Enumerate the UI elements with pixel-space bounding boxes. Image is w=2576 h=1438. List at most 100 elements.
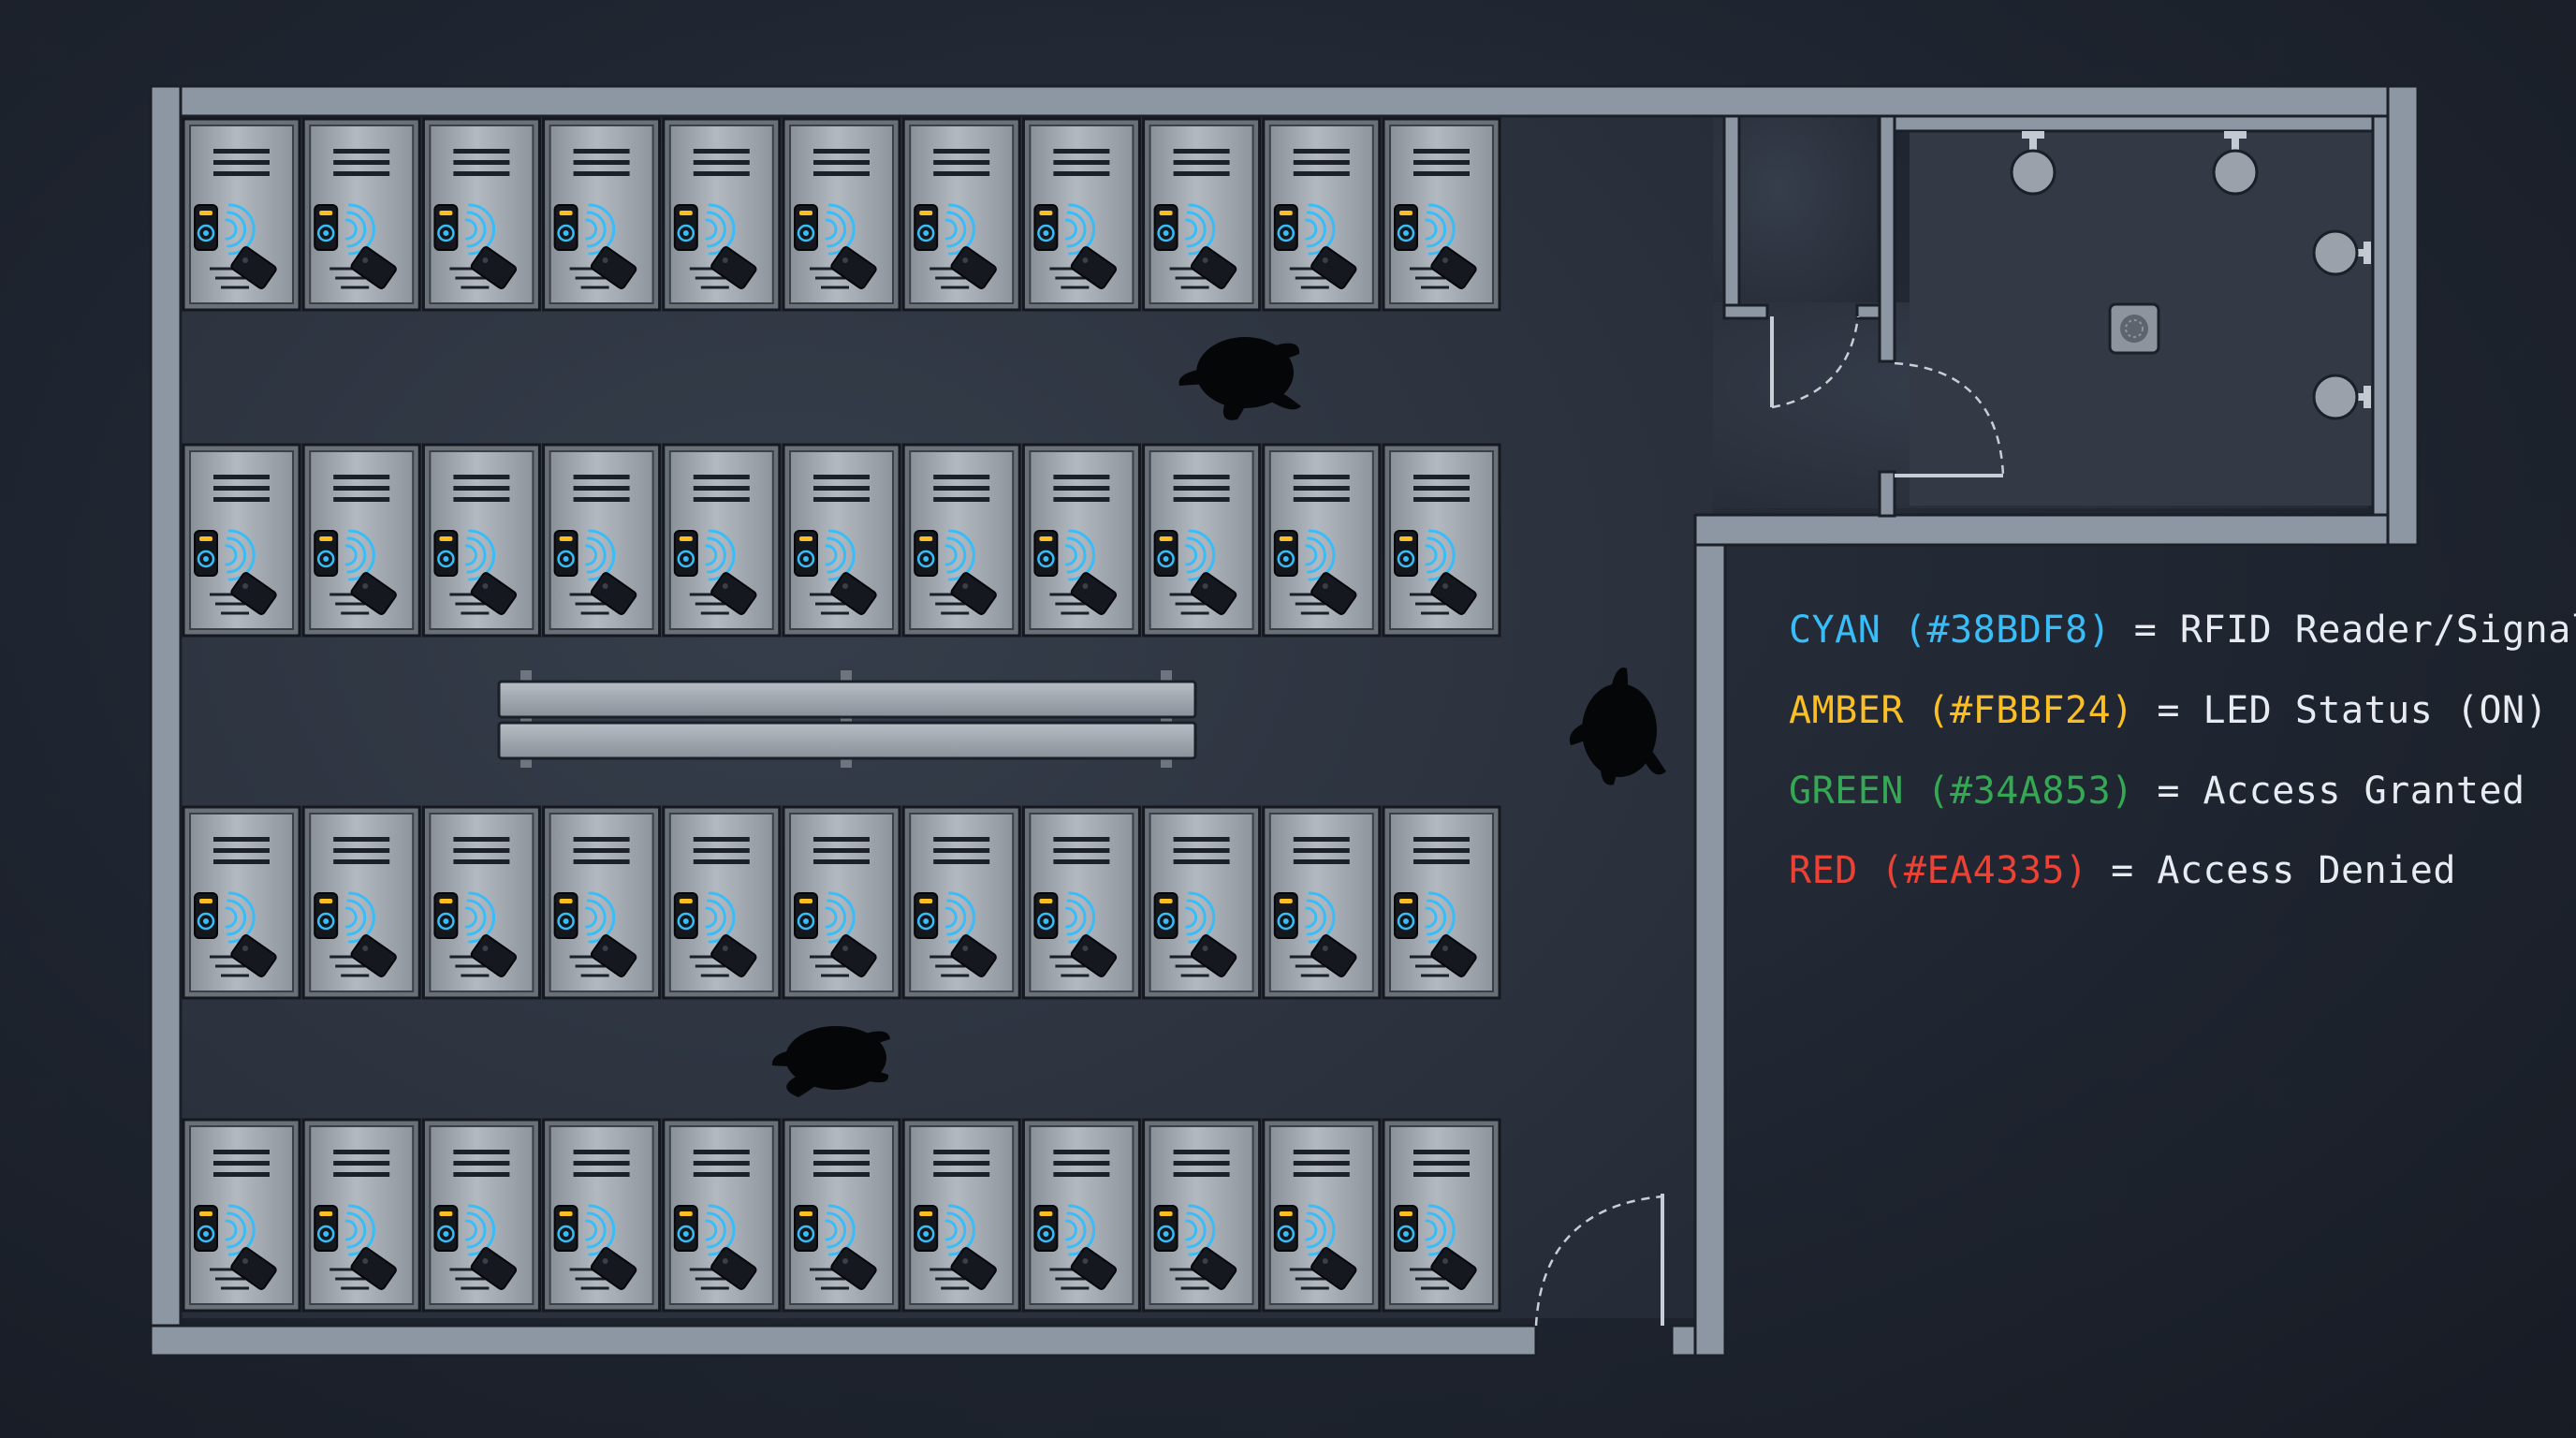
legend-desc: = Access Granted	[2157, 770, 2525, 813]
locker-row	[182, 443, 1501, 638]
locker[interactable]	[1021, 443, 1141, 638]
locker[interactable]	[1382, 117, 1501, 312]
locker[interactable]	[421, 805, 541, 1000]
rfid-card-icon	[1410, 572, 1477, 615]
rfid-reader-icon	[914, 1205, 939, 1252]
locker[interactable]	[662, 805, 782, 1000]
locker[interactable]	[901, 1118, 1021, 1313]
locker[interactable]	[1021, 805, 1141, 1000]
rfid-card-icon	[810, 572, 877, 615]
rfid-card-icon	[929, 1247, 997, 1290]
rfid-signal-icon	[344, 891, 375, 944]
rfid-reader-icon	[1033, 530, 1059, 577]
locker[interactable]	[542, 443, 662, 638]
locker[interactable]	[1021, 117, 1141, 312]
shower-head-icon	[2010, 131, 2371, 420]
locker[interactable]	[301, 805, 421, 1000]
vent-slot-icon	[813, 149, 870, 176]
locker[interactable]	[901, 443, 1021, 638]
rfid-signal-icon	[1185, 203, 1216, 256]
rfid-signal-icon	[1064, 529, 1096, 581]
rfid-reader-icon	[314, 530, 339, 577]
rfid-signal-icon	[705, 891, 736, 944]
locker[interactable]	[1021, 1118, 1141, 1313]
rfid-card-icon	[449, 934, 518, 977]
rfid-card-icon	[569, 1247, 637, 1290]
rfid-signal-icon	[464, 203, 496, 256]
locker[interactable]	[301, 117, 421, 312]
locker[interactable]	[662, 1118, 782, 1313]
rfid-card-icon	[569, 572, 637, 615]
rfid-card-icon	[1289, 934, 1357, 977]
locker[interactable]	[421, 443, 541, 638]
rfid-reader-icon	[794, 530, 818, 577]
locker[interactable]	[662, 117, 782, 312]
locker[interactable]	[1262, 443, 1382, 638]
rfid-reader-icon	[914, 204, 939, 251]
locker[interactable]	[1262, 805, 1382, 1000]
locker[interactable]	[1142, 117, 1262, 312]
rfid-signal-icon	[464, 529, 496, 581]
door-swing-icon	[1534, 315, 2005, 1327]
vent-slot-icon	[453, 837, 510, 864]
rfid-signal-icon	[705, 1204, 736, 1256]
vent-slot-icon	[453, 475, 510, 502]
rfid-reader-icon	[1033, 892, 1059, 939]
locker[interactable]	[1382, 805, 1501, 1000]
rfid-reader-icon	[794, 892, 818, 939]
locker[interactable]	[901, 805, 1021, 1000]
rfid-card-icon	[1410, 246, 1477, 289]
vent-slot-icon	[333, 837, 390, 864]
rfid-reader-icon	[1273, 1205, 1298, 1252]
rfid-reader-icon	[794, 1205, 818, 1252]
legend-desc: = Access Denied	[2111, 849, 2456, 892]
locker[interactable]	[421, 1118, 541, 1313]
rfid-reader-icon	[553, 892, 578, 939]
locker[interactable]	[1142, 1118, 1262, 1313]
rfid-card-icon	[929, 934, 997, 977]
legend-key: AMBER (#FBBF24)	[1789, 689, 2134, 732]
locker[interactable]	[301, 443, 421, 638]
locker[interactable]	[782, 805, 901, 1000]
rfid-signal-icon	[585, 1204, 616, 1256]
locker[interactable]	[782, 443, 901, 638]
locker[interactable]	[542, 805, 662, 1000]
locker[interactable]	[1262, 1118, 1382, 1313]
locker[interactable]	[182, 117, 301, 312]
rfid-signal-icon	[1064, 1204, 1096, 1256]
locker[interactable]	[901, 117, 1021, 312]
rfid-signal-icon	[464, 891, 496, 944]
locker[interactable]	[1382, 1118, 1501, 1313]
locker[interactable]	[1142, 805, 1262, 1000]
locker[interactable]	[782, 1118, 901, 1313]
rfid-signal-icon	[1185, 529, 1216, 581]
locker-row	[182, 117, 1501, 312]
locker[interactable]	[182, 443, 301, 638]
rfid-signal-icon	[705, 203, 736, 256]
locker[interactable]	[1382, 443, 1501, 638]
vent-slot-icon	[573, 475, 630, 502]
locker[interactable]	[542, 1118, 662, 1313]
vent-slot-icon	[1053, 149, 1110, 176]
vent-slot-icon	[813, 1150, 870, 1177]
rfid-card-icon	[689, 572, 757, 615]
locker[interactable]	[542, 117, 662, 312]
rfid-signal-icon	[1425, 529, 1456, 581]
locker[interactable]	[782, 117, 901, 312]
locker[interactable]	[662, 443, 782, 638]
rfid-reader-icon	[553, 530, 578, 577]
locker[interactable]	[1142, 443, 1262, 638]
locker[interactable]	[1262, 117, 1382, 312]
locker[interactable]	[421, 117, 541, 312]
rfid-card-icon	[1410, 934, 1477, 977]
locker[interactable]	[182, 1118, 301, 1313]
rfid-reader-icon	[1153, 530, 1178, 577]
vent-slot-icon	[693, 837, 750, 864]
vent-slot-icon	[1173, 475, 1230, 502]
locker[interactable]	[301, 1118, 421, 1313]
rfid-reader-icon	[1394, 530, 1418, 577]
rfid-card-icon	[689, 934, 757, 977]
locker[interactable]	[182, 805, 301, 1000]
vent-slot-icon	[453, 149, 510, 176]
legend-item-red: RED (#EA4335) = Access Denied	[1789, 849, 2456, 892]
